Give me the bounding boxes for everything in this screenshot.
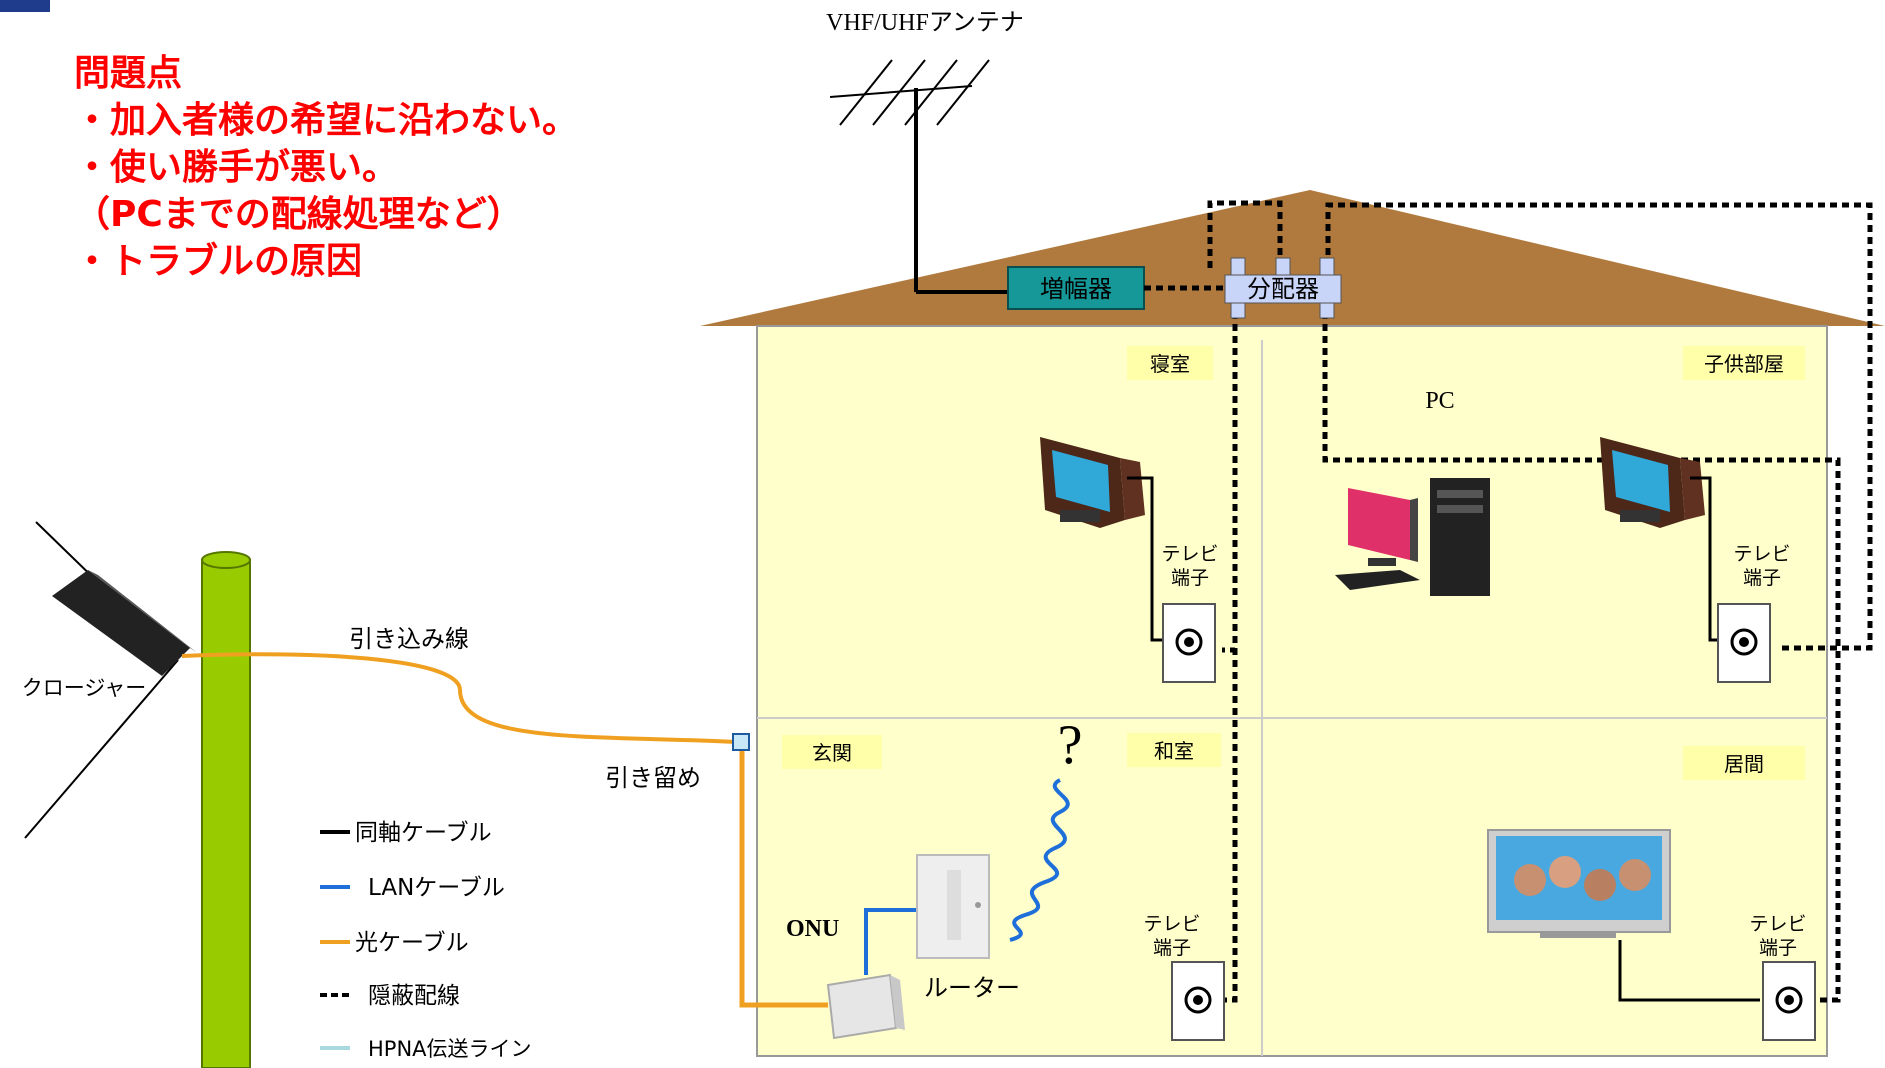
closure-label: クロージャー <box>22 676 147 700</box>
fiber-indoor <box>739 750 828 1008</box>
tv-terminal-box <box>1717 603 1771 683</box>
anchor-label: 引き留め <box>605 764 701 792</box>
socket-pin <box>1193 995 1203 1005</box>
socket-pin <box>1184 637 1194 647</box>
legend-label: 同軸ケーブル <box>355 820 492 846</box>
amplifier-box <box>1007 266 1145 310</box>
issue-item: ・加入者様の希望に沿わない。 <box>74 100 579 141</box>
lan-cable <box>864 908 920 975</box>
house-roof <box>700 190 1885 326</box>
closure-icon <box>52 570 196 676</box>
splitter-port <box>1230 257 1246 276</box>
room-label-box <box>1127 733 1221 767</box>
onu-label: ONU <box>786 916 839 942</box>
issues-list: 問題点 ・加入者様の希望に沿わない。 ・使い勝手が悪い。 （PCまでの配線処理な… <box>74 50 578 285</box>
legend: 同軸ケーブル LANケーブル 光ケーブル 隠蔽配線 HPNA伝送ライン <box>320 820 532 1061</box>
crt-tv-icon <box>1040 437 1145 528</box>
splitter-box <box>1224 274 1342 304</box>
splitter-port <box>1319 257 1335 276</box>
room-label-box <box>1683 746 1805 780</box>
router-label: ルーター <box>924 974 1020 1002</box>
tv-terminal-label: テレビ <box>1143 913 1200 935</box>
socket-pin <box>1784 995 1794 1005</box>
tv-terminal-label: 端子 <box>1171 567 1209 589</box>
room-kids: 子供部屋 <box>1704 352 1784 376</box>
question-mark: ? <box>1058 714 1083 776</box>
room-entrance: 玄関 <box>812 741 852 765</box>
room-living: 居間 <box>1724 752 1764 776</box>
tv-terminal-label: 端子 <box>1743 567 1781 589</box>
pc-label: PC <box>1425 388 1454 414</box>
splitter-label: 分配器 <box>1247 275 1319 303</box>
coax-living <box>1618 940 1760 1002</box>
room-label-box <box>1127 346 1213 380</box>
router-icon <box>916 854 990 959</box>
splitter-port <box>1275 257 1291 276</box>
utility-pole <box>201 551 251 1068</box>
tv-terminal-label: テレビ <box>1161 543 1218 565</box>
crt-tv-icon <box>1600 437 1705 528</box>
flat-tv-icon <box>1487 829 1671 938</box>
room-bedroom: 寝室 <box>1150 352 1190 376</box>
wireless-signal-icon <box>1009 778 1070 942</box>
antenna-label: VHF/UHFアンテナ <box>826 10 1024 36</box>
issue-item: ・使い勝手が悪い。 <box>74 147 399 188</box>
concealed-wiring <box>1144 200 1873 1003</box>
antenna-icon <box>829 59 990 292</box>
drop-cable <box>181 652 739 744</box>
drop-cable-label: 引き込み線 <box>349 625 469 653</box>
legend-label: LANケーブル <box>368 875 505 901</box>
legend-label: HPNA伝送ライン <box>368 1037 532 1061</box>
messenger-wire <box>24 659 179 839</box>
splitter-port <box>1319 302 1335 319</box>
room-label-box <box>782 735 882 769</box>
tv-terminal-label: 端子 <box>1759 937 1797 959</box>
onu-icon <box>826 973 905 1040</box>
socket-pin <box>1739 637 1749 647</box>
legend-label: 光ケーブル <box>355 930 469 956</box>
room-label-box <box>1683 346 1805 380</box>
amplifier-label: 増幅器 <box>1040 275 1112 303</box>
tv-terminal-label: テレビ <box>1733 543 1790 565</box>
slide-corner-accent <box>0 0 50 12</box>
pc-icon <box>1335 478 1490 596</box>
splitter-port <box>1230 302 1246 319</box>
tv-terminal-label: テレビ <box>1749 913 1806 935</box>
issue-item: （PCまでの配線処理など） <box>74 194 523 235</box>
issue-item: ・トラブルの原因 <box>74 241 363 282</box>
room-japanese: 和室 <box>1154 739 1194 763</box>
issues-heading: 問題点 <box>74 53 183 94</box>
anchor-point <box>732 733 750 751</box>
legend-label: 隠蔽配線 <box>368 983 460 1009</box>
tv-terminal-label: 端子 <box>1153 937 1191 959</box>
